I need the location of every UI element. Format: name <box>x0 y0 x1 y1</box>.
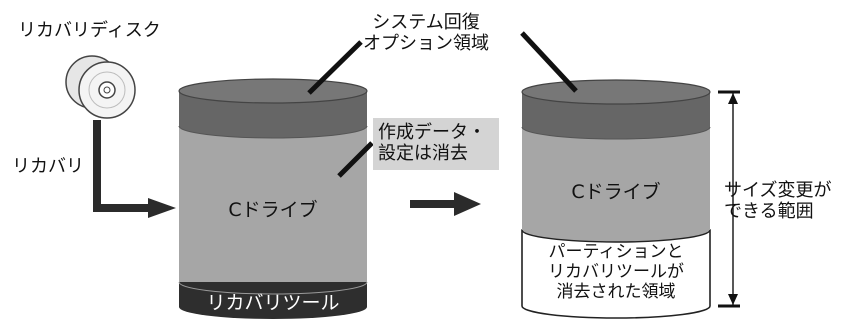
callout-line-left <box>307 40 363 95</box>
system-recovery-region-label: システム回復 オプション領域 <box>363 12 489 54</box>
recovery-label: リカバリ <box>12 156 84 177</box>
callout-line-right <box>520 31 578 93</box>
recovery-tool-band <box>179 282 367 319</box>
data-deleted-label: 作成データ・ 設定は消去 <box>378 122 486 164</box>
recovery-tool-label: リカバリツール <box>206 292 340 314</box>
note-box <box>373 118 499 170</box>
dimension-marker <box>718 90 740 308</box>
recovery-disc-label: リカバリディスク <box>18 20 161 41</box>
c-drive-label-right: Cドライブ <box>571 181 661 203</box>
erased-area-label: パーティションと リカバリツールが 消去された領域 <box>548 242 684 302</box>
disc-icon <box>65 55 136 119</box>
left-cylinder <box>178 78 368 319</box>
erased-area <box>521 229 711 319</box>
top-lid-right <box>521 79 711 105</box>
recovery-arrow <box>93 120 176 218</box>
resizable-range-label: サイズ変更が できる範囲 <box>724 180 832 222</box>
transition-arrow <box>410 192 481 216</box>
top-lid-left <box>178 78 368 104</box>
c-drive-label-left: Cドライブ <box>228 199 318 221</box>
callout-line-note <box>337 141 374 178</box>
c-drive-body-left <box>179 126 367 282</box>
c-drive-body-right <box>522 127 710 230</box>
